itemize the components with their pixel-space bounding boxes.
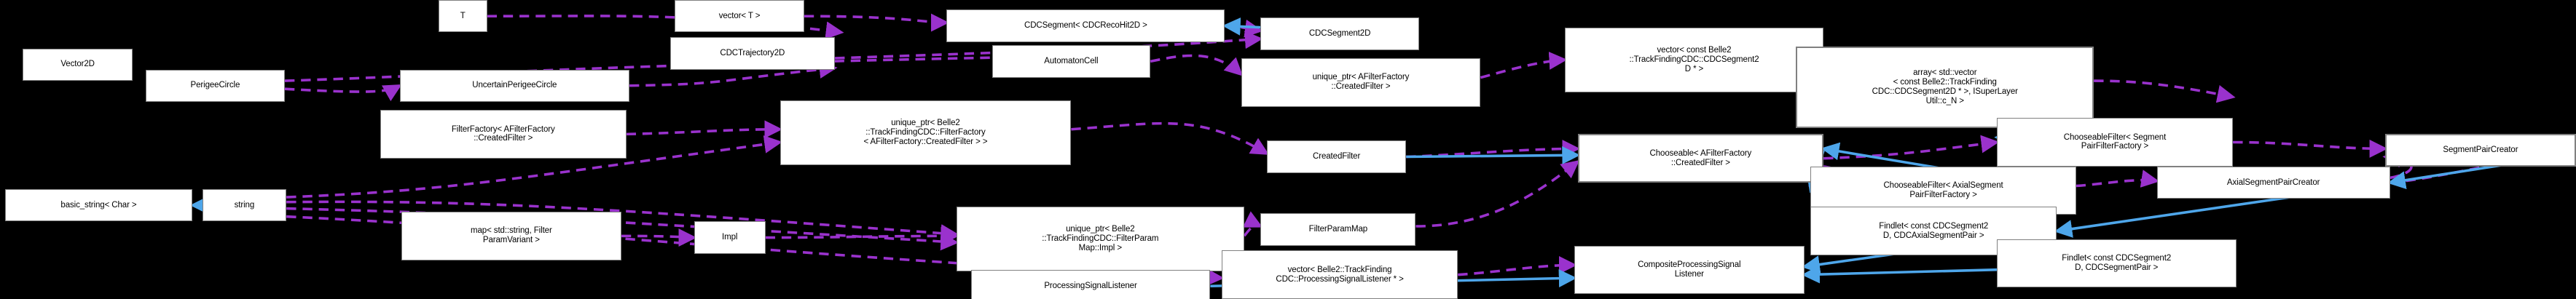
class-node-vector2d[interactable]: Vector2D (23, 48, 133, 81)
class-node-filterparammap[interactable]: FilterParamMap (1260, 213, 1416, 246)
class-node-compositeproc[interactable]: CompositeProcessingSignal Listener (1574, 245, 1805, 295)
class-node-filterfactory[interactable]: FilterFactory< AFilterFactory ::CreatedF… (380, 110, 627, 159)
class-node-t[interactable]: T (438, 0, 487, 33)
class-node-cdctrajectory2d[interactable]: CDCTrajectory2D (669, 37, 836, 70)
class-node-arraystdvector[interactable]: array< std::vector < const Belle2::Track… (1796, 47, 2094, 128)
class-node-uncertainperigee[interactable]: UncertainPerigeeCircle (399, 69, 629, 102)
class-node-basic_string[interactable]: basic_string< Char > (4, 188, 193, 222)
class-node-perigeecircle[interactable]: PerigeeCircle (145, 69, 285, 102)
class-node-createdfilter[interactable]: CreatedFilter (1267, 140, 1407, 173)
class-node-uniqueptrfilterfact[interactable]: unique_ptr< Belle2 ::TrackFindingCDC::Fi… (780, 100, 1072, 165)
class-node-mapstringfilter[interactable]: map< std::string, Filter ParamVariant > (401, 212, 621, 260)
class-node-impl[interactable]: Impl (694, 221, 766, 254)
class-node-axialsegmentpair[interactable]: AxialSegmentPairCreator (2156, 166, 2390, 199)
class-node-cdcsegmentreco[interactable]: CDCSegment< CDCRecoHit2D > (946, 9, 1225, 42)
class-node-vectort[interactable]: vector< T > (675, 0, 804, 33)
class-node-cdcsegment2d[interactable]: CDCSegment2D (1260, 17, 1419, 50)
class-node-string[interactable]: string (202, 188, 287, 222)
class-node-chooseablefilterseg[interactable]: ChooseableFilter< Segment PairFilterFact… (1996, 118, 2234, 167)
class-node-processingsignal[interactable]: ProcessingSignalListener (970, 270, 1211, 299)
class-node-findletsegpair[interactable]: Findlet< const CDCSegment2 D, CDCSegment… (1996, 239, 2237, 288)
class-node-segmentpaircreator[interactable]: SegmentPairCreator (2384, 134, 2576, 167)
class-node-chooseableafilter[interactable]: Chooseable< AFilterFactory ::CreatedFilt… (1577, 134, 1824, 183)
class-node-automatoncell[interactable]: AutomatonCell (991, 45, 1151, 78)
class-node-vectorprocsignal[interactable]: vector< Belle2::TrackFinding CDC::Proces… (1221, 250, 1458, 299)
class-node-uniqueptrafilter[interactable]: unique_ptr< AFilterFactory ::CreatedFilt… (1241, 57, 1481, 107)
class-node-uniqueptrfilterparam[interactable]: unique_ptr< Belle2 ::TrackFindingCDC::Fi… (956, 207, 1245, 272)
class-node-vectorconstbelle2[interactable]: vector< const Belle2 ::TrackFindingCDC::… (1564, 27, 1824, 92)
